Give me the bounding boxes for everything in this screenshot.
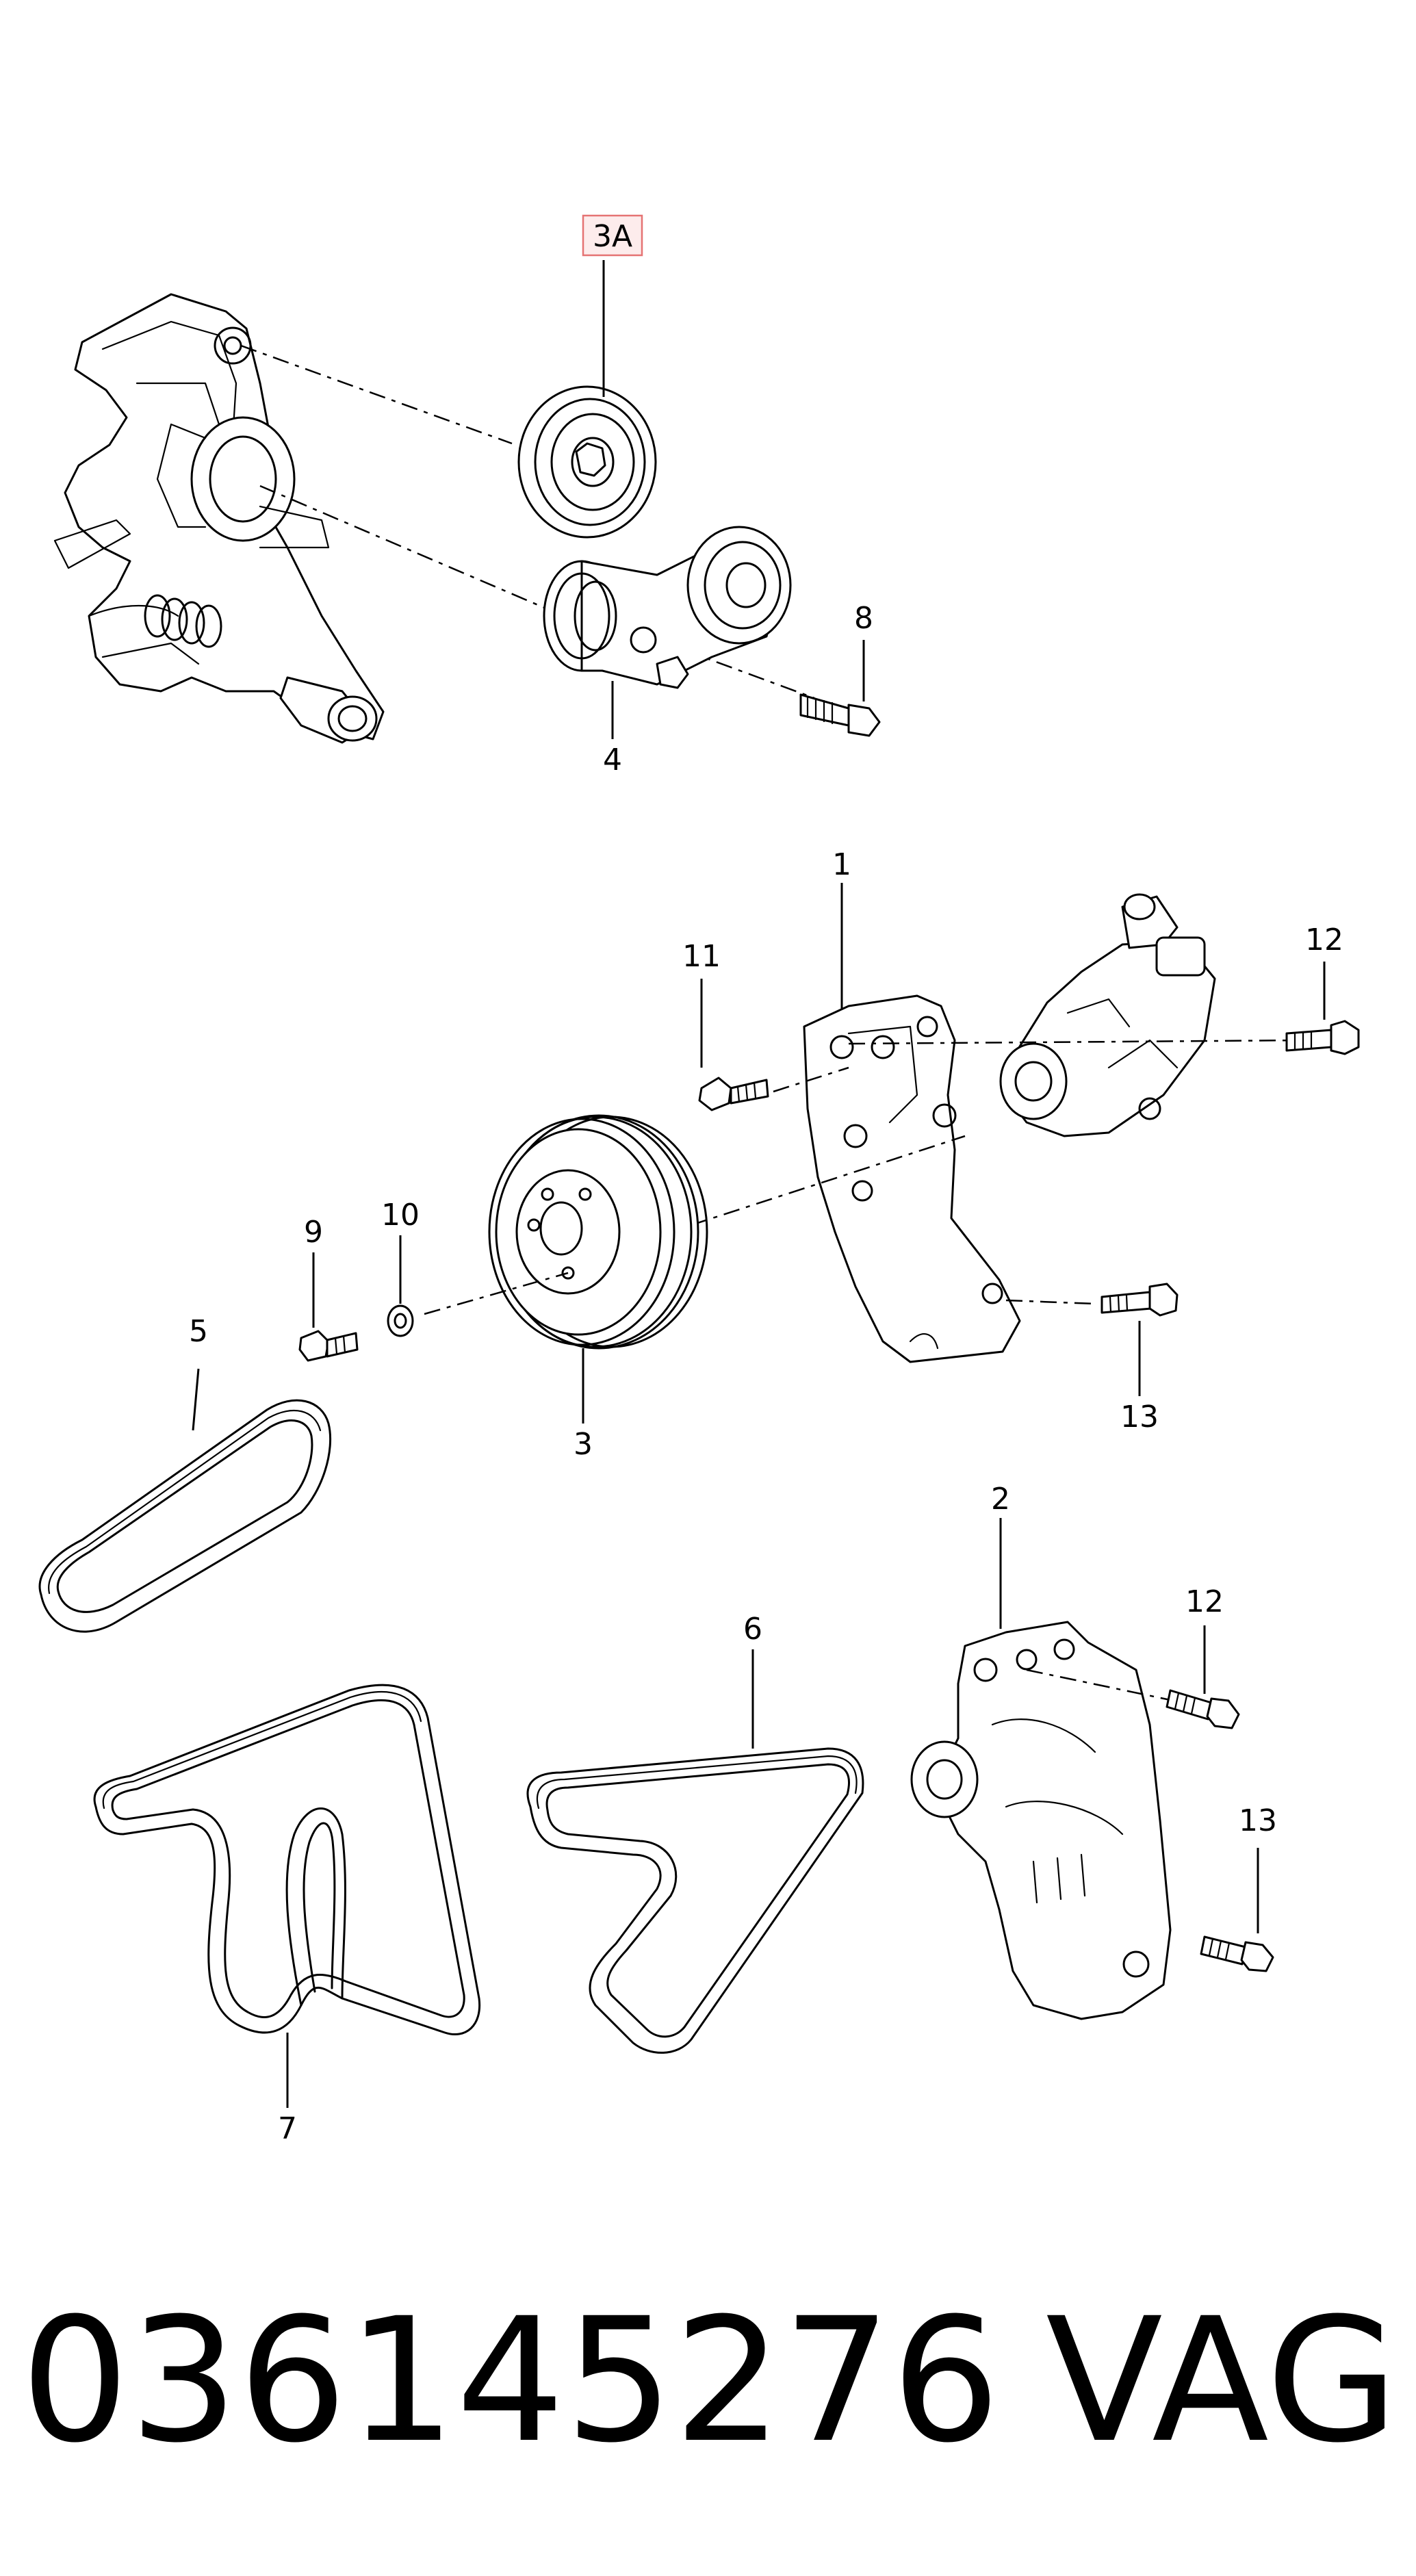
dash-line — [848, 1039, 1304, 1045]
label-6: 6 — [743, 1612, 762, 1647]
bolt-12-upper — [1285, 1020, 1360, 1055]
label-13-lower: 13 — [1239, 1803, 1277, 1838]
brand-name: VAG — [1046, 2281, 1398, 2480]
engine-bracket-top — [53, 293, 385, 744]
dash-line — [1026, 1669, 1174, 1702]
idler-pulley-3a — [517, 385, 657, 539]
label-10: 10 — [381, 1198, 420, 1233]
label-13-middle: 13 — [1120, 1400, 1159, 1434]
dash-line — [1005, 1299, 1096, 1305]
ribbed-belt-6 — [526, 1747, 864, 2054]
dash-line — [691, 1135, 966, 1226]
bracket-1 — [803, 994, 1021, 1363]
label-11: 11 — [682, 939, 721, 974]
bolt-13-lower — [1200, 1935, 1274, 1972]
v-belt-5 — [38, 1399, 332, 1633]
crank-pulley-3 — [488, 1114, 708, 1350]
label-3a: 3A — [593, 219, 632, 254]
part-number: 036145276 — [21, 2281, 1001, 2480]
highlight-box — [582, 214, 643, 257]
bracket-2 — [910, 1621, 1172, 2020]
label-1: 1 — [832, 847, 851, 882]
label-4: 4 — [603, 743, 622, 777]
ribbed-belt-7 — [93, 1684, 481, 2036]
label-2: 2 — [991, 1482, 1010, 1517]
bolt-9 — [298, 1330, 359, 1362]
bolt-12-lower — [1166, 1689, 1240, 1729]
dash-line — [773, 1066, 849, 1093]
label-9: 9 — [304, 1215, 323, 1250]
dash-line — [240, 344, 513, 445]
label-5: 5 — [189, 1314, 208, 1349]
spring-coils — [144, 594, 222, 648]
label-3: 3 — [574, 1427, 593, 1462]
leader-line — [192, 1368, 200, 1431]
bolt-13-middle — [1100, 1283, 1179, 1317]
washer-10 — [387, 1304, 414, 1337]
bolt-11 — [698, 1077, 769, 1111]
label-12-upper: 12 — [1305, 923, 1343, 957]
power-steering-pump — [999, 893, 1216, 1137]
bolt-8 — [799, 693, 881, 737]
belt-tensioner — [543, 526, 792, 689]
dash-line — [424, 1272, 569, 1315]
label-7: 7 — [278, 2111, 297, 2146]
label-8: 8 — [854, 601, 873, 636]
dash-line — [684, 649, 815, 699]
label-12-lower: 12 — [1185, 1584, 1224, 1619]
